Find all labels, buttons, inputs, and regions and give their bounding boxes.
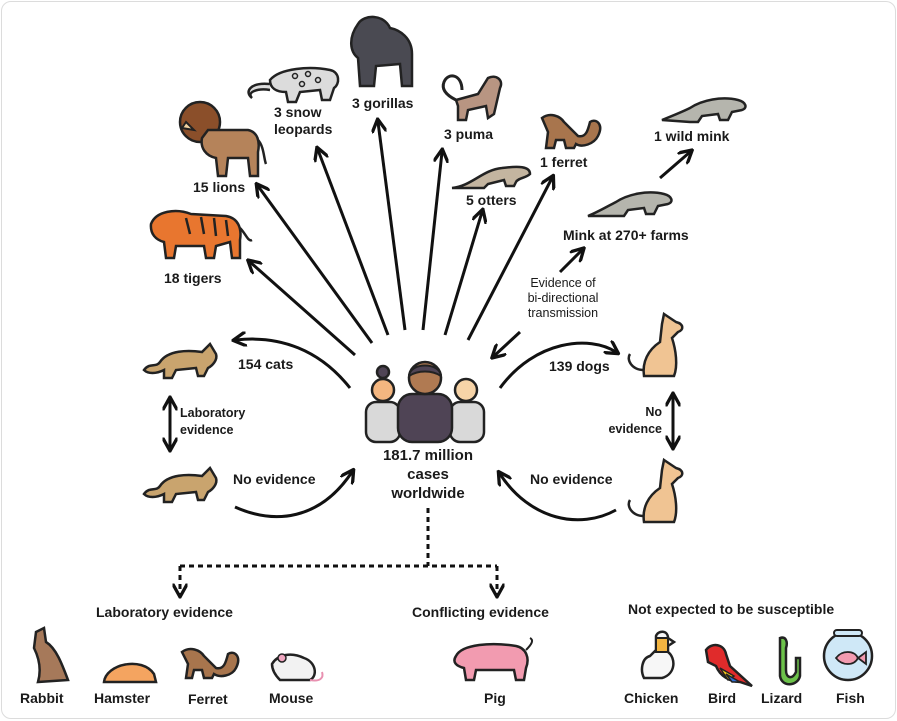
label-gorillas: 3 gorillas [352, 95, 414, 111]
lizard-icon [778, 636, 802, 686]
ferret-small-icon [180, 647, 240, 680]
label-tigers: 18 tigers [164, 270, 222, 286]
arrow-to-cats [236, 339, 352, 389]
lion-icon [178, 100, 268, 178]
arrow-to-puma [421, 152, 442, 331]
cat-icon-2 [142, 465, 218, 504]
label-dogs: 139 dogs [549, 358, 610, 374]
label-bird: Bird [708, 690, 736, 706]
center-label-3: worldwide [391, 485, 465, 502]
arrow-dogs-back [500, 474, 617, 522]
label-ferret-lab: Ferret [188, 691, 228, 707]
wild-mink-icon [661, 97, 747, 124]
arrow-to-ferret [466, 178, 552, 341]
tiger-icon [149, 209, 253, 260]
otter-icon [451, 165, 532, 190]
hamster-icon [102, 662, 158, 684]
arrow-to-tigers [250, 262, 356, 357]
bird-icon [704, 643, 753, 688]
puma-icon [441, 74, 503, 122]
dog-icon-2 [627, 457, 684, 524]
cat-icon [142, 341, 218, 380]
label-dogs-no-1: No [645, 405, 662, 419]
label-cats-lab-2: evidence [180, 423, 234, 437]
label-dogs-no-evidence: No evidence [530, 471, 613, 487]
category-not-susceptible-title: Not expected to be susceptible [628, 601, 835, 617]
category-laboratory-title: Laboratory evidence [96, 604, 233, 620]
pig-icon [453, 637, 534, 682]
arrow-to-dogs [498, 343, 616, 389]
ferret-icon [540, 113, 602, 150]
rabbit-icon [32, 626, 70, 684]
label-rabbit: Rabbit [20, 690, 64, 706]
label-snow-leopards-1: 3 snow [274, 104, 322, 120]
label-cats-no-evidence: No evidence [233, 471, 316, 487]
label-bidirectional-3: transmission [527, 306, 599, 320]
dog-icon [627, 311, 684, 378]
snow-leopard-icon [247, 66, 340, 104]
label-cats: 154 cats [238, 356, 294, 372]
center-label-2: cases [407, 466, 449, 483]
label-pig: Pig [484, 690, 506, 706]
people-group-icon [364, 360, 486, 444]
label-chicken: Chicken [624, 690, 679, 706]
label-mouse: Mouse [269, 690, 314, 706]
label-hamster: Hamster [94, 690, 151, 706]
arrow-bidirectional-back [494, 330, 522, 356]
gorilla-icon [350, 15, 414, 88]
label-mink-farms: Mink at 270+ farms [563, 227, 689, 243]
arrow-to-snow-leopards [318, 150, 390, 336]
label-wild-mink: 1 wild mink [654, 128, 730, 144]
center-label-1: 181.7 million [382, 447, 474, 464]
label-ferret: 1 ferret [540, 154, 588, 170]
arrow-to-wild-mink [659, 152, 690, 180]
label-cats-lab-1: Laboratory [180, 406, 246, 420]
arrow-cats-back [234, 472, 352, 519]
label-fish: Fish [836, 690, 865, 706]
label-lizard: Lizard [761, 690, 803, 706]
arrow-to-lions [258, 186, 374, 344]
label-bidirectional-2: bi-directional [527, 291, 599, 305]
label-otters: 5 otters [466, 192, 517, 208]
mouse-icon [270, 653, 324, 682]
chicken-icon [640, 630, 677, 680]
arrow-to-otters [443, 212, 482, 336]
label-snow-leopards-2: leopards [274, 121, 333, 137]
fish-bowl-icon [822, 629, 874, 682]
category-conflicting-title: Conflicting evidence [412, 604, 549, 620]
label-bidirectional-1: Evidence of [530, 276, 596, 290]
arrow-to-mink-farms [558, 250, 582, 274]
arrow-to-gorillas [378, 122, 407, 331]
label-dogs-no-2: evidence [608, 422, 662, 436]
mink-farm-icon [587, 191, 673, 218]
label-lions: 15 lions [193, 179, 246, 195]
label-puma: 3 puma [444, 126, 494, 142]
